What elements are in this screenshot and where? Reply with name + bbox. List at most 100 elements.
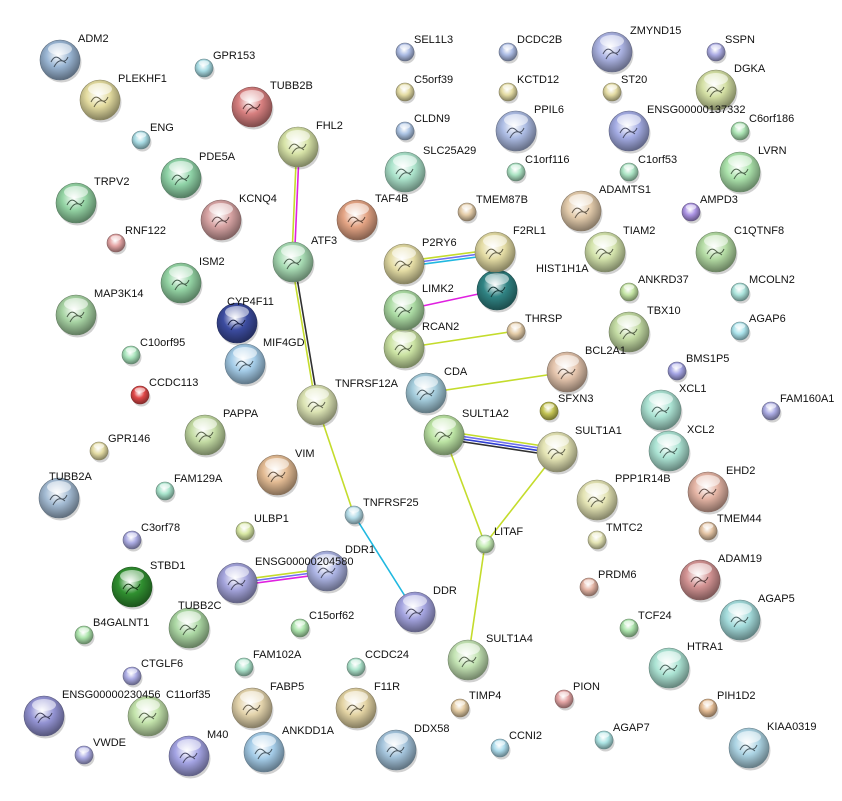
node-m40[interactable]: [168, 735, 211, 779]
node-gpr153[interactable]: [194, 58, 215, 80]
node-cda[interactable]: [405, 372, 448, 416]
node-vim[interactable]: [256, 454, 299, 498]
node-zmynd15[interactable]: [591, 31, 634, 75]
node-cyp4f11[interactable]: [216, 302, 259, 346]
node-dcdc2b[interactable]: [498, 42, 519, 64]
node-tcf24[interactable]: [619, 618, 640, 640]
node-dgka[interactable]: [695, 69, 738, 113]
node-ccdc24[interactable]: [346, 657, 367, 679]
node-trpv2[interactable]: [55, 182, 98, 226]
node-ddr1[interactable]: [306, 550, 349, 594]
node-mcoln2[interactable]: [730, 282, 751, 304]
node-litaf[interactable]: [475, 534, 496, 556]
node-fam102a[interactable]: [234, 657, 255, 679]
node-fam129a[interactable]: [155, 481, 176, 503]
edge-atf3-tnfrsf12a[interactable]: [290, 261, 320, 406]
node-ppp1r14b[interactable]: [576, 479, 619, 523]
node-thrsp[interactable]: [506, 321, 527, 343]
node-sult1a2[interactable]: [423, 414, 466, 458]
node-tiam2[interactable]: [584, 231, 627, 275]
node-c15orf62[interactable]: [290, 618, 311, 640]
node-limk2[interactable]: [383, 289, 426, 333]
node-f2rl1[interactable]: [474, 231, 517, 275]
node-hist1h1a[interactable]: [476, 269, 519, 313]
node-b4galnt1[interactable]: [74, 625, 95, 647]
node-pion[interactable]: [554, 689, 575, 711]
node-kctd12[interactable]: [498, 82, 519, 104]
node-p2ry6[interactable]: [383, 243, 426, 287]
node-cldn9[interactable]: [395, 121, 416, 143]
node-adamts1[interactable]: [560, 190, 603, 234]
node-stbd1[interactable]: [111, 566, 154, 610]
node-ulbp1[interactable]: [235, 521, 256, 543]
node-rnf122[interactable]: [106, 233, 127, 255]
node-atf3[interactable]: [272, 241, 315, 285]
node-c5orf39[interactable]: [395, 82, 416, 104]
node-c1qtnf8[interactable]: [695, 231, 738, 275]
node-st20[interactable]: [602, 82, 623, 104]
node-c3orf78[interactable]: [122, 530, 143, 552]
node-htra1[interactable]: [648, 647, 691, 691]
node-slc25a29[interactable]: [384, 151, 427, 195]
node-fam160a1[interactable]: [761, 401, 782, 423]
node-ampd3[interactable]: [681, 202, 702, 224]
node-bcl2a1[interactable]: [546, 351, 589, 395]
node-ppil6[interactable]: [495, 110, 538, 154]
node-tubb2c[interactable]: [168, 607, 211, 651]
node-agap5[interactable]: [719, 599, 762, 643]
node-sspn[interactable]: [706, 42, 727, 64]
node-ccni2[interactable]: [490, 738, 511, 760]
edge-cda-bcl2a1[interactable]: [425, 371, 568, 394]
node-ensg00000204580[interactable]: [216, 562, 259, 606]
node-c10orf95[interactable]: [121, 345, 142, 367]
node-lvrn[interactable]: [719, 151, 762, 195]
node-sult1a4[interactable]: [447, 639, 490, 683]
node-kiaa0319[interactable]: [728, 727, 771, 771]
node-ankdd1a[interactable]: [243, 731, 286, 775]
node-c11orf35[interactable]: [127, 695, 170, 739]
node-plekhf1[interactable]: [79, 79, 122, 123]
node-ctglf6[interactable]: [122, 666, 143, 688]
node-bms1p5[interactable]: [667, 361, 688, 383]
node-sfxn3[interactable]: [539, 401, 560, 423]
node-pappa[interactable]: [184, 414, 227, 458]
node-sult1a1[interactable]: [536, 431, 579, 475]
node-kcnq4[interactable]: [200, 199, 243, 243]
node-prdm6[interactable]: [579, 577, 600, 599]
node-taf4b[interactable]: [336, 199, 379, 243]
node-tnfrsf12a[interactable]: [296, 384, 339, 428]
node-xcl1[interactable]: [640, 389, 683, 433]
node-adm2[interactable]: [39, 39, 82, 83]
node-agap7[interactable]: [594, 730, 615, 752]
node-tubb2a[interactable]: [38, 477, 81, 521]
node-ehd2[interactable]: [687, 471, 730, 515]
node-sel1l3[interactable]: [395, 42, 416, 64]
node-mif4gd[interactable]: [224, 343, 267, 387]
node-pde5a[interactable]: [160, 157, 203, 201]
node-c1orf116[interactable]: [506, 162, 527, 184]
node-ccdc113[interactable]: [130, 385, 151, 407]
node-tmtc2[interactable]: [587, 530, 608, 552]
node-ankrd37[interactable]: [619, 282, 640, 304]
node-tubb2b[interactable]: [231, 86, 274, 130]
node-tmem87b[interactable]: [457, 202, 478, 224]
node-c6orf186[interactable]: [730, 121, 751, 143]
node-c1orf53[interactable]: [619, 162, 640, 184]
node-timp4[interactable]: [450, 698, 471, 720]
node-tmem44[interactable]: [698, 521, 719, 543]
node-gpr146[interactable]: [89, 441, 110, 463]
node-rcan2[interactable]: [383, 327, 426, 371]
node-ddr[interactable]: [394, 591, 437, 635]
node-eng[interactable]: [131, 130, 152, 152]
node-fhl2[interactable]: [277, 126, 320, 170]
node-agap6[interactable]: [730, 321, 751, 343]
node-fabp5[interactable]: [231, 687, 274, 731]
node-ensg00000230456[interactable]: [23, 695, 66, 739]
node-map3k14[interactable]: [55, 294, 98, 338]
node-tnfrsf25[interactable]: [344, 505, 365, 527]
node-f11r[interactable]: [335, 687, 378, 731]
node-ensg00000137332[interactable]: [608, 110, 651, 154]
node-tbx10[interactable]: [608, 311, 651, 355]
node-ddx58[interactable]: [375, 729, 418, 773]
node-ism2[interactable]: [160, 262, 203, 306]
